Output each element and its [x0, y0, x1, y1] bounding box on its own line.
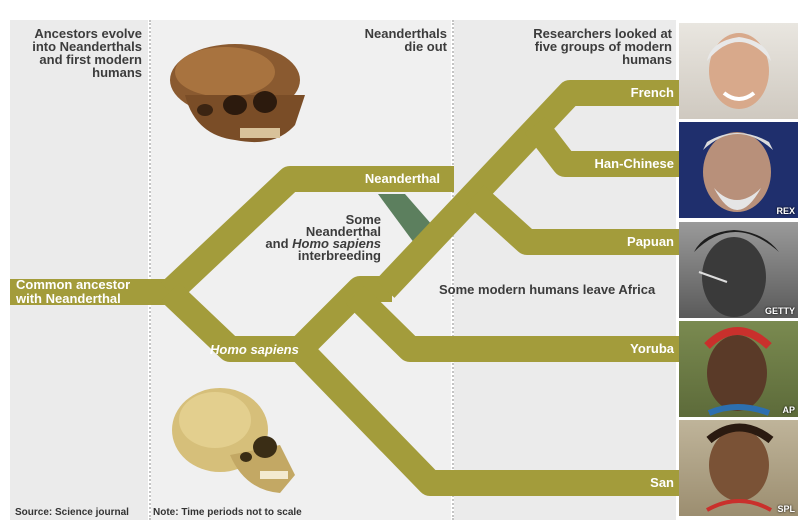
branch-neanderthal [161, 166, 454, 302]
label-san: San [650, 475, 674, 490]
branch-homo-sapiens [161, 282, 308, 362]
branch-yoruba [345, 285, 680, 362]
credit-spl: SPL [777, 504, 795, 514]
branch-eurasian [375, 80, 680, 298]
photo-yoruba: AP [679, 321, 798, 417]
credit-ap: AP [782, 405, 795, 415]
photo-han-chinese: REX [679, 122, 798, 218]
header-neanderthals-die-out: Neanderthals die out [364, 26, 447, 54]
divider [149, 20, 151, 520]
interbreeding-note: Some Neanderthal and Homo sapiens interb… [265, 212, 381, 263]
photo-papuan: GETTY [679, 222, 798, 318]
branch-out-of-africa [290, 276, 392, 359]
scale-note: Note: Time periods not to scale [153, 507, 302, 518]
tree-branches [10, 80, 680, 496]
label-common-ancestor: Common ancestor with Neanderthal [16, 277, 131, 306]
header-researchers: Researchers looked at five groups of mod… [533, 26, 672, 67]
neanderthal-skull-image [170, 44, 305, 143]
branch-san [290, 339, 680, 496]
label-han-chinese: Han-Chinese [594, 156, 674, 171]
label-papuan: Papuan [627, 234, 674, 249]
photo-french [679, 23, 798, 119]
divider [452, 20, 454, 520]
label-neanderthal: Neanderthal [364, 171, 440, 186]
label-yoruba: Yoruba [630, 341, 674, 356]
branch-han [524, 117, 680, 177]
branch-papuan [466, 185, 680, 255]
label-homo-sapiens: Homo sapiens [210, 342, 299, 357]
credit-getty: GETTY [764, 306, 795, 316]
label-french: French [630, 85, 674, 100]
photo-san: SPL [679, 420, 798, 516]
homo-sapiens-skull-image [172, 388, 295, 493]
source-note: Source: Science journal [15, 507, 129, 518]
leave-africa-note: Some modern humans leave Africa [439, 282, 656, 297]
panel-ancestors [10, 20, 148, 520]
credit-rex: REX [776, 206, 795, 216]
header-ancestors: Ancestors evolve into Neanderthals and f… [32, 26, 142, 80]
